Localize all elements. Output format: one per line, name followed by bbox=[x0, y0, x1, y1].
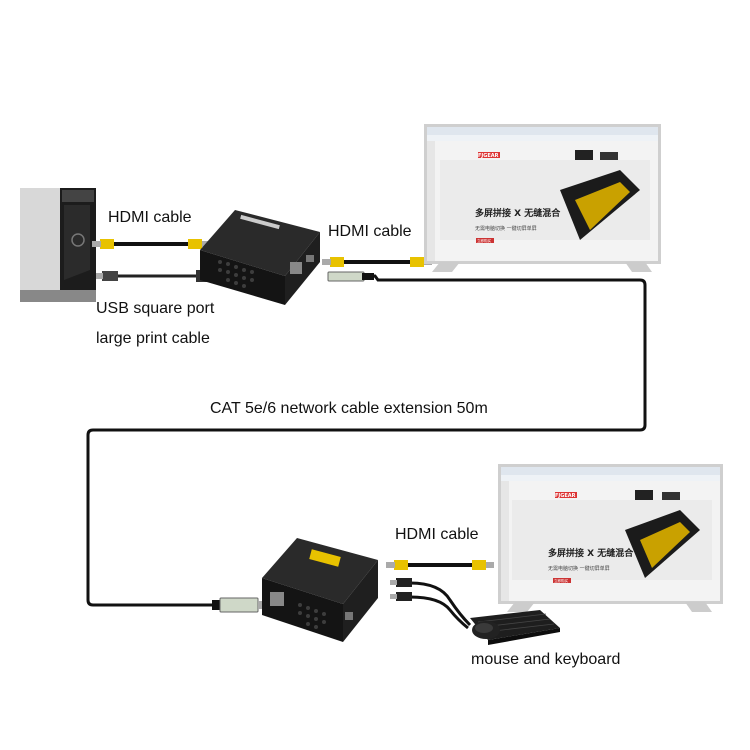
usb-cable-label-line-2: large print cable bbox=[96, 330, 210, 347]
hdmi-cable-label-1: HDMI cable bbox=[108, 209, 192, 226]
tv-bottom bbox=[498, 464, 723, 612]
hdmi-cable-label-2: HDMI cable bbox=[328, 223, 412, 240]
hdmi-cable-1 bbox=[92, 239, 210, 249]
rj45-plug-1 bbox=[327, 271, 374, 282]
transmitter-device bbox=[200, 210, 320, 305]
usb-split-cable bbox=[390, 578, 472, 630]
pc-tower bbox=[20, 188, 96, 302]
usb-cable-label-line-1: USB square port bbox=[96, 300, 215, 317]
tv-top-brand: FJGEAR bbox=[478, 153, 499, 159]
mouse-keyboard-label: mouse and keyboard bbox=[471, 651, 621, 668]
network-cable-label: CAT 5e/6 network cable extension 50m bbox=[210, 400, 488, 417]
mouse-keyboard bbox=[470, 610, 560, 645]
tv-bottom-banner: 多屏拼接 X 无缝混合 bbox=[548, 547, 634, 559]
tv-top-sub: 无需电脑切换 一键切屏单屏 bbox=[475, 225, 537, 232]
hdmi-cable-label-3: HDMI cable bbox=[395, 526, 479, 543]
tv-top-banner: 多屏拼接 X 无缝混合 bbox=[475, 207, 561, 219]
tv-top bbox=[424, 124, 661, 272]
hdmi-cable-3 bbox=[386, 560, 494, 570]
tv-top-button: 立即购买 bbox=[477, 238, 491, 243]
hdmi-cable-2 bbox=[322, 257, 432, 267]
tv-bottom-brand: FJGEAR bbox=[555, 493, 576, 499]
network-cable bbox=[86, 274, 647, 607]
tv-bottom-sub: 无需电脑切换 一键切屏单屏 bbox=[548, 565, 610, 572]
tv-bottom-button: 立即购买 bbox=[554, 578, 568, 583]
usb-cable bbox=[96, 270, 210, 282]
receiver-device bbox=[262, 538, 378, 642]
rj45-plug-2 bbox=[212, 597, 264, 613]
